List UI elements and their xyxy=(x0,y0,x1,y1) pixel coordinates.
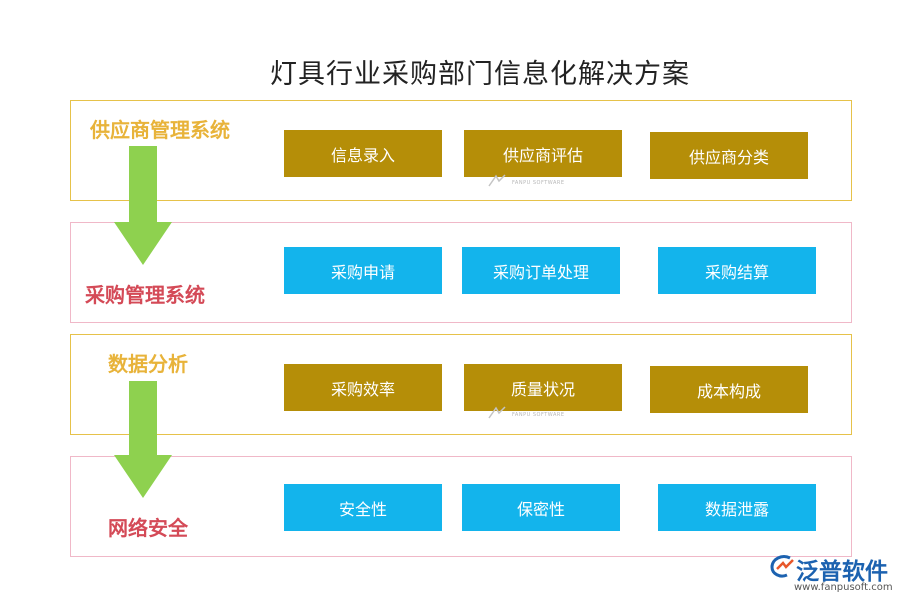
box-purchase-request: 采购申请 xyxy=(284,247,442,294)
box-cost-composition: 成本构成 xyxy=(650,366,808,413)
section-title-data-analysis: 数据分析 xyxy=(108,352,188,376)
box-supplier-classification: 供应商分类 xyxy=(650,132,808,179)
watermark-logo-icon xyxy=(488,174,506,187)
down-arrow-icon xyxy=(114,381,172,498)
fanpu-logo-icon xyxy=(770,555,794,578)
watermark-logo-icon xyxy=(488,406,506,419)
brand-url: www.fanpusoft.com xyxy=(794,582,893,593)
box-data-leakage: 数据泄露 xyxy=(658,484,816,531)
box-confidentiality: 保密性 xyxy=(462,484,620,531)
box-security: 安全性 xyxy=(284,484,442,531)
box-purchase-settlement: 采购结算 xyxy=(658,247,816,294)
brand-name: 泛普软件 xyxy=(796,559,888,585)
box-supplier-evaluation: 供应商评估 xyxy=(464,130,622,177)
box-info-entry: 信息录入 xyxy=(284,130,442,177)
page-title: 灯具行业采购部门信息化解决方案 xyxy=(270,59,690,90)
section-title-purchase-management: 采购管理系统 xyxy=(85,283,205,307)
watermark-text: FANPU SOFTWARE xyxy=(512,412,565,418)
box-purchase-order-processing: 采购订单处理 xyxy=(462,247,620,294)
down-arrow-icon xyxy=(114,146,172,265)
box-quality-status: 质量状况 xyxy=(464,364,622,411)
box-purchase-efficiency: 采购效率 xyxy=(284,364,442,411)
section-title-network-security: 网络安全 xyxy=(108,516,188,540)
section-title-supplier-management: 供应商管理系统 xyxy=(90,118,230,142)
watermark-text: FANPU SOFTWARE xyxy=(512,180,565,186)
